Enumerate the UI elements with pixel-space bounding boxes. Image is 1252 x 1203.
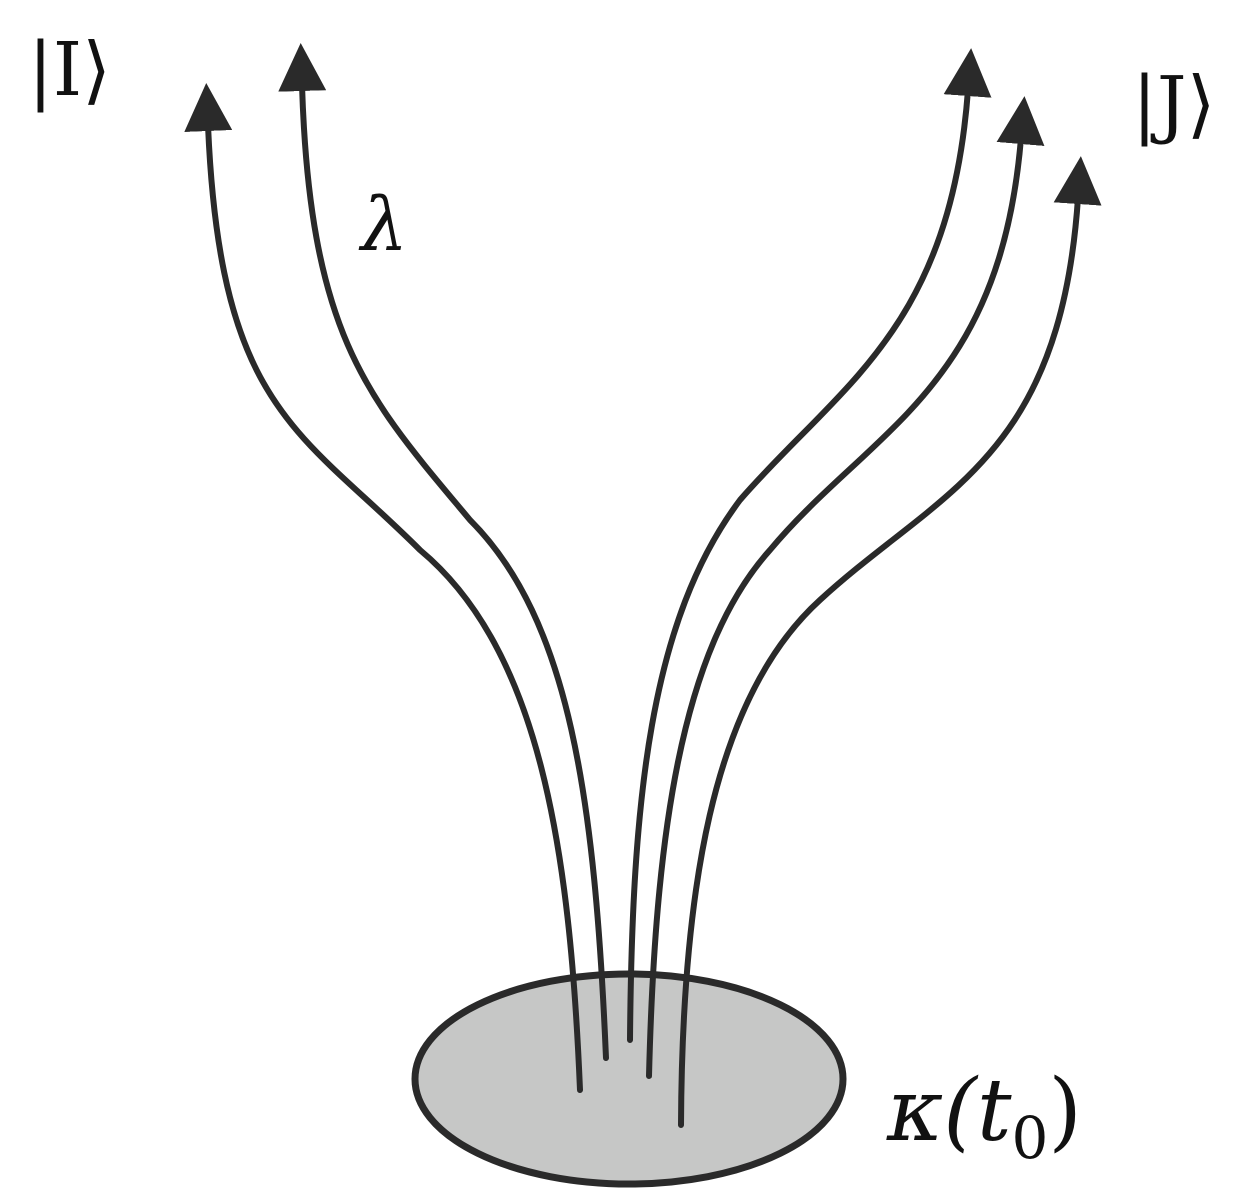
region-label-close: ) bbox=[1048, 1061, 1082, 1161]
trajectory-3 bbox=[627, 48, 992, 1043]
trajectory-4 bbox=[646, 96, 1045, 1079]
trajectory-group bbox=[184, 43, 1102, 1128]
state-i-label: |I⟩ bbox=[28, 27, 111, 113]
state-j-label: |J⟩ bbox=[1132, 61, 1215, 147]
trajectory-2 bbox=[278, 43, 609, 1061]
region-label-subscript: 0 bbox=[1012, 1104, 1049, 1172]
region-label-main: κ(t bbox=[886, 1061, 1012, 1161]
region-label: κ(t0) bbox=[886, 1061, 1082, 1172]
labels: |I⟩ |J⟩ λ κ(t0) bbox=[28, 27, 1215, 1172]
trajectory-5 bbox=[678, 156, 1102, 1128]
parameter-label: λ bbox=[358, 182, 408, 268]
trajectory-1 bbox=[184, 83, 583, 1093]
